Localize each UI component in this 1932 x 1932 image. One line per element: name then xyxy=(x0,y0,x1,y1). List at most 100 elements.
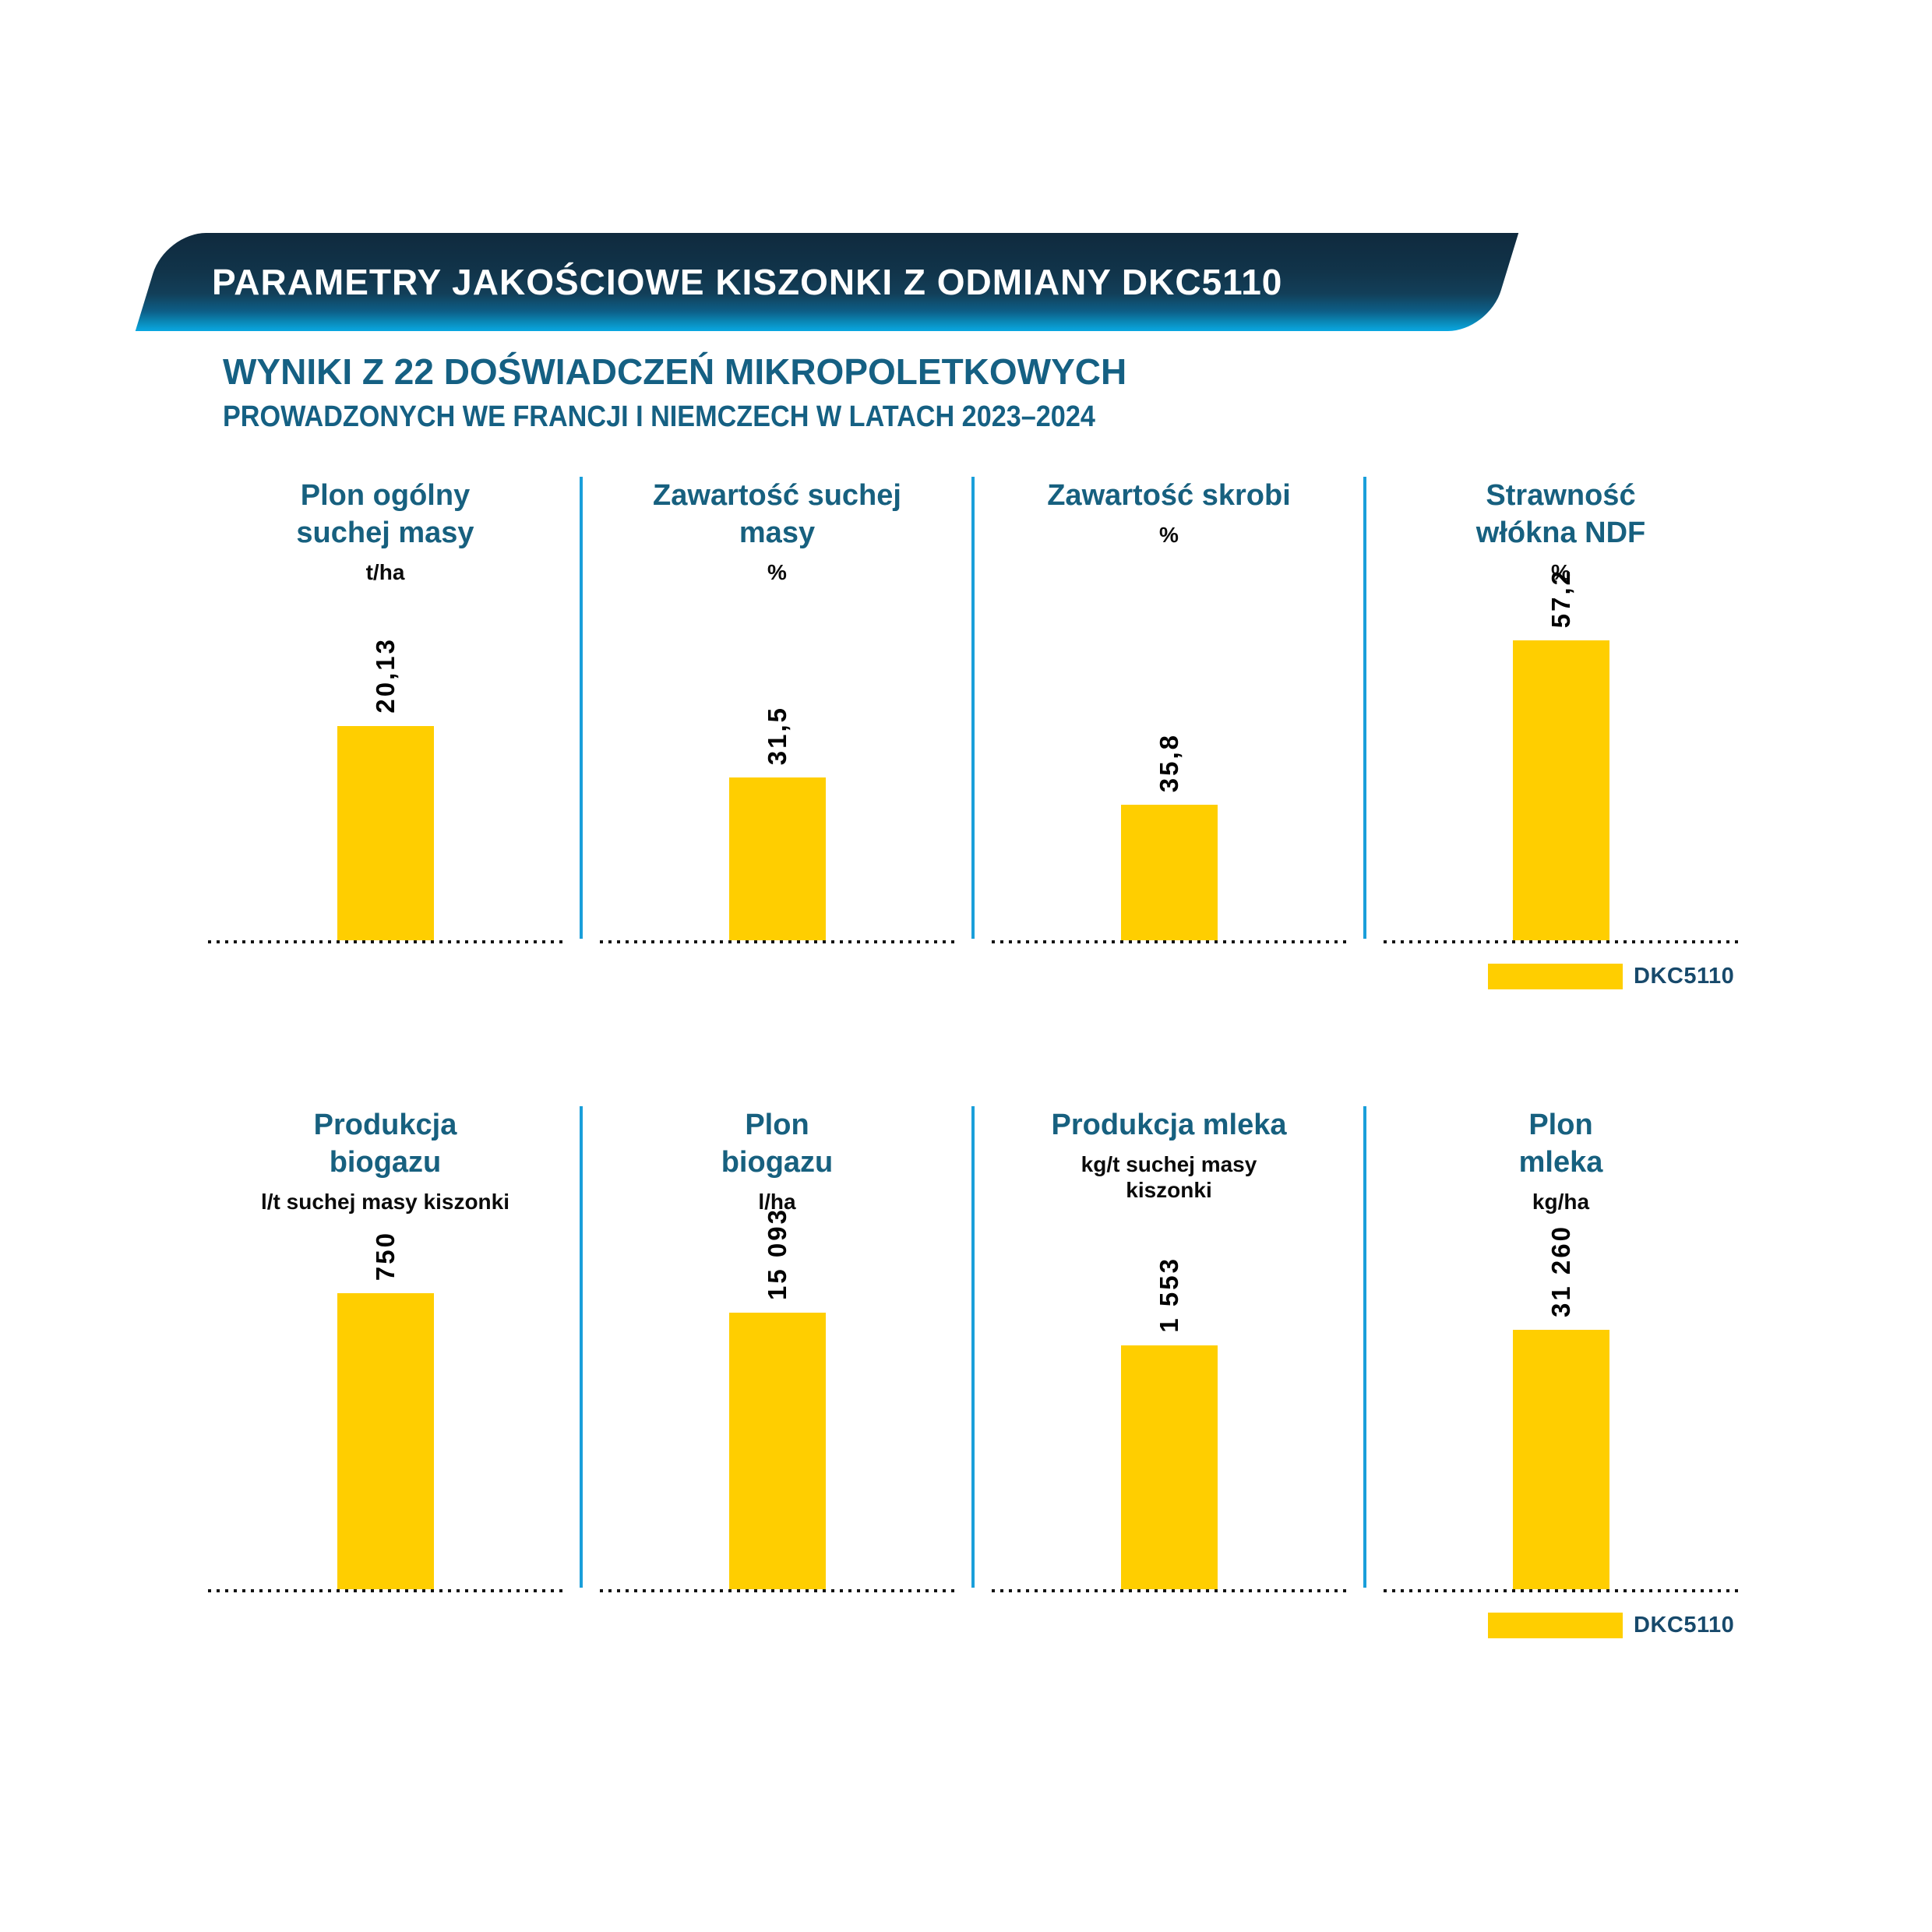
chart-title-line: biogazu xyxy=(329,1146,442,1179)
chart-title: Plon mleka xyxy=(1365,1106,1757,1181)
legend-swatch xyxy=(1488,1613,1623,1638)
chart-unit-label: % xyxy=(973,522,1365,548)
chart-unit-label: l/t suchej masy kiszonki xyxy=(189,1189,581,1215)
legend-label: DKC5110 xyxy=(1634,964,1735,989)
bar-value-wrap: 31 260 xyxy=(1365,1225,1757,1317)
column-divider xyxy=(971,477,975,939)
chart-title-line: Produkcja mleka xyxy=(1051,1109,1287,1141)
header-banner-title-wrap: PARAMETRY JAKOŚCIOWE KISZONKI Z ODMIANY … xyxy=(212,233,1474,331)
baseline-dotted xyxy=(992,1589,1346,1592)
chart-title-line: Produkcja xyxy=(313,1109,457,1141)
baseline-dotted xyxy=(1384,1589,1738,1592)
chart-title-line: Plon xyxy=(1528,1109,1593,1141)
chart-unit-label: l/ha xyxy=(581,1189,973,1215)
bar xyxy=(1512,640,1609,940)
bar-value-wrap: 1 553 xyxy=(973,1257,1365,1333)
baseline-dotted xyxy=(600,940,954,943)
chart-title-block: Plon mleka kg/ha xyxy=(1365,1106,1757,1239)
bar xyxy=(1120,1345,1218,1589)
bar xyxy=(728,777,826,940)
bar-value-label: 1 553 xyxy=(1154,1257,1183,1333)
column-divider xyxy=(580,1106,583,1588)
baseline-dotted xyxy=(208,940,562,943)
bar-value-wrap: 31,5 xyxy=(581,706,973,765)
column-divider xyxy=(580,477,583,939)
column-divider xyxy=(1363,1106,1366,1588)
chart-title-line: Plon ogólny xyxy=(300,479,471,512)
chart-title-block: Produkcja biogazu l/t suchej masy kiszonki xyxy=(189,1106,581,1239)
chart-title-block: Plon ogólny suchej masy t/ha xyxy=(189,477,581,613)
bar-value-label: 31 260 xyxy=(1546,1225,1575,1317)
legend-swatch xyxy=(1488,964,1623,989)
chart-plot-area: 57,2 xyxy=(1365,569,1757,940)
subtitle-block: WYNIKI Z 22 DOŚWIADCZEŃ MIKROPOLETKOWYCH… xyxy=(223,351,1192,434)
bar-value-label: 750 xyxy=(370,1230,400,1281)
page-title: PARAMETRY JAKOŚCIOWE KISZONKI Z ODMIANY … xyxy=(212,262,1283,302)
chart-plot-area: 20,13 xyxy=(189,613,581,940)
bar-value-label: 15 093 xyxy=(762,1208,791,1300)
column-divider xyxy=(1363,477,1366,939)
chart-unit-line: % xyxy=(1159,523,1179,547)
chart-title: Produkcja mleka xyxy=(973,1106,1365,1144)
chart-title-line: suchej masy xyxy=(296,516,474,549)
bar xyxy=(1512,1330,1609,1589)
chart-title: Plon ogólny suchej masy xyxy=(189,477,581,552)
chart-plot-area: 750 xyxy=(189,1231,581,1589)
chart-unit-label: t/ha xyxy=(189,559,581,585)
chart-title: Produkcja biogazu xyxy=(189,1106,581,1181)
chart-plot-area: 35,8 xyxy=(973,613,1365,940)
chart-unit-line: % xyxy=(1551,560,1571,584)
chart-title: Zawartość skrobi xyxy=(973,477,1365,514)
chart-title-line: Strawność xyxy=(1486,479,1636,512)
chart-unit-line: l/ha xyxy=(758,1190,796,1214)
chart-title-line: mleka xyxy=(1518,1146,1603,1179)
bar-value-label: 31,5 xyxy=(762,705,791,765)
subtitle-line-2: PROWADZONYCH WE FRANCJI I NIEMCZECH W LA… xyxy=(223,400,1095,433)
bar-value-wrap: 35,8 xyxy=(973,733,1365,792)
chart-zawartosc-skrobi: Zawartość skrobi% 35,8 xyxy=(973,477,1366,943)
charts-grid-row-2: Produkcja biogazu l/t suchej masy kiszonki… xyxy=(189,1106,1757,1638)
bar-value-label: 20,13 xyxy=(370,637,400,714)
chart-plon-ogolny-suchej-masy: Plon ogólny suchej masy t/ha 20,13 xyxy=(189,477,583,943)
chart-title-line: Zawartość skrobi xyxy=(1047,479,1291,512)
bar xyxy=(337,726,434,940)
baseline-dotted xyxy=(600,1589,954,1592)
legend: DKC5110 xyxy=(1488,964,1734,989)
chart-unit-line: t/ha xyxy=(365,560,405,584)
chart-unit-line: kg/t suchej masy xyxy=(1081,1152,1257,1176)
chart-unit-line: l/t suchej masy kiszonki xyxy=(260,1190,510,1214)
chart-title-line: Plon xyxy=(745,1109,809,1141)
column-divider xyxy=(971,1106,975,1588)
bar-value-wrap: 750 xyxy=(189,1231,581,1281)
bar-value-wrap: 57,2 xyxy=(1365,569,1757,628)
bar xyxy=(728,1313,826,1589)
chart-unit-line: kg/ha xyxy=(1532,1190,1590,1214)
legend-label: DKC5110 xyxy=(1634,1613,1735,1638)
baseline-dotted xyxy=(992,940,1346,943)
chart-unit-label: kg/ha xyxy=(1365,1189,1757,1215)
chart-unit-label: % xyxy=(581,559,973,585)
chart-title-line: Zawartość suchej xyxy=(653,479,901,512)
charts-grid-row-1: Plon ogólny suchej masy t/ha 20,13 Zawartość… xyxy=(189,477,1757,989)
chart-produkcja-biogazu: Produkcja biogazu l/t suchej masy kiszonki… xyxy=(189,1106,583,1592)
chart-plot-area: 31,5 xyxy=(581,613,973,940)
chart-plot-area: 1 553 xyxy=(973,1239,1365,1589)
bar-value-wrap: 20,13 xyxy=(189,637,581,714)
legend: DKC5110 xyxy=(1488,1613,1734,1638)
bar-value-wrap: 15 093 xyxy=(581,1208,973,1300)
baseline-dotted xyxy=(208,1589,562,1592)
chart-unit-label: % xyxy=(1365,559,1757,585)
